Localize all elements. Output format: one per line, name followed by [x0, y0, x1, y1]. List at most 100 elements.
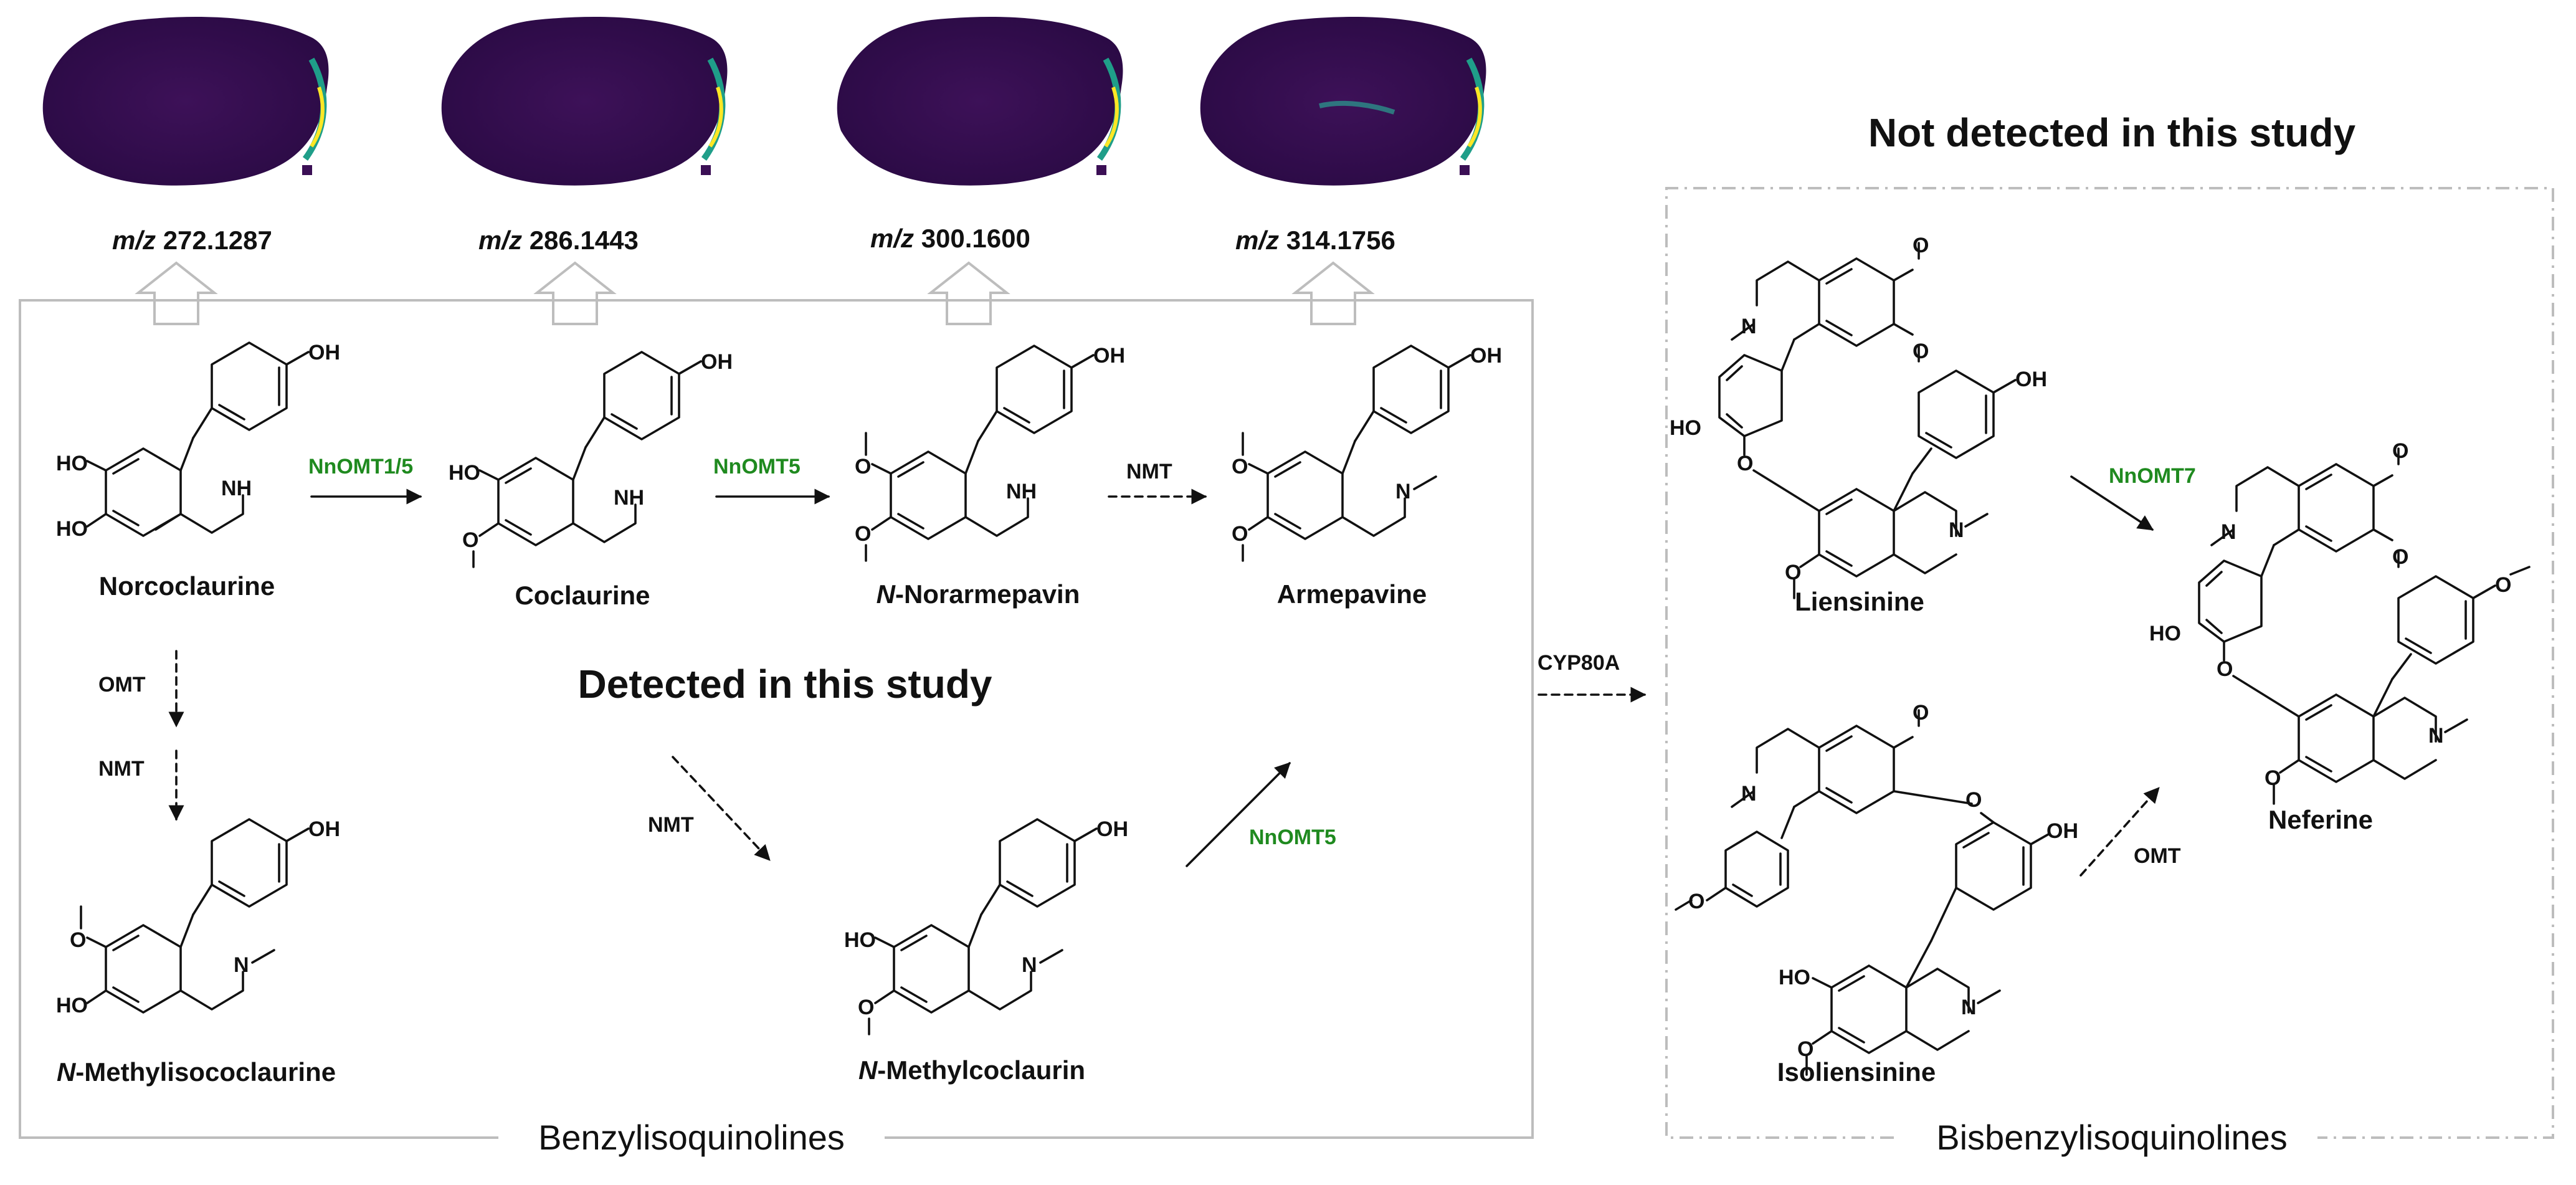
svg-text:N: N — [1022, 953, 1037, 977]
enzyme-omt-2: OMT — [2134, 844, 2181, 868]
svg-text:O: O — [1688, 890, 1704, 913]
svg-text:OH: OH — [2015, 368, 2047, 391]
structure-norcoclaurine: OH HO HO NH — [56, 341, 340, 541]
svg-text:NH: NH — [1006, 480, 1037, 503]
svg-text:OH: OH — [308, 341, 340, 364]
structure-armepavine: OH O O N — [1232, 344, 1502, 562]
mz-label-4: m/z 314.1756 — [1235, 226, 1395, 255]
compound-norarmepavin: N-Norarmepavin — [877, 579, 1080, 609]
enzyme-nnomt15: NnOMT1/5 — [308, 455, 413, 478]
ms-image-1 — [42, 17, 329, 186]
compound-coclaurine: Coclaurine — [515, 581, 650, 610]
enzyme-nnomt5-a: NnOMT5 — [713, 455, 801, 478]
svg-text:N: N — [1949, 518, 1964, 542]
svg-text:OH: OH — [1096, 817, 1128, 841]
svg-text:HO: HO — [844, 928, 876, 952]
enzyme-cyp80a: CYP80A — [1538, 651, 1620, 675]
svg-text:NH: NH — [221, 477, 252, 500]
svg-text:HO: HO — [1670, 416, 1701, 440]
svg-text:O: O — [1965, 788, 1982, 812]
svg-text:O: O — [855, 522, 871, 546]
arrow-nnomt5-b — [1186, 762, 1291, 867]
arrow-omt-2 — [2079, 787, 2160, 877]
compound-norcoclaurine: Norcoclaurine — [99, 571, 275, 601]
ms-image-2 — [441, 17, 728, 186]
svg-text:OH: OH — [701, 350, 733, 374]
enzyme-nmt-3: NMT — [648, 813, 694, 837]
ms-image-4 — [1200, 17, 1486, 186]
structure-norarmepavin: OH O O NH — [855, 344, 1125, 562]
compound-isoliensinine: Isoliensinine — [1777, 1057, 1936, 1087]
svg-text:OH: OH — [2046, 819, 2078, 843]
compound-methylisococlaurine: N-Methylisococlaurine — [57, 1057, 336, 1087]
mz-label-1: m/z 272.1287 — [112, 226, 272, 255]
svg-text:O: O — [462, 528, 478, 552]
svg-text:O: O — [1913, 234, 1929, 257]
svg-text:O: O — [2495, 573, 2511, 597]
enzyme-nnomt5-b: NnOMT5 — [1249, 826, 1336, 849]
structure-liensinine: O O N HO O OH N O — [1670, 234, 2047, 599]
ms-image-3 — [837, 17, 1123, 186]
svg-text:O: O — [855, 455, 871, 478]
right-box — [1665, 187, 2554, 1139]
svg-text:O: O — [1232, 522, 1248, 546]
mz-label-3: m/z 300.1600 — [870, 224, 1030, 253]
svg-text:N: N — [2221, 520, 2236, 544]
svg-text:O: O — [1232, 455, 1248, 478]
enzyme-nmt-2: NMT — [98, 757, 145, 781]
svg-text:HO: HO — [56, 452, 88, 475]
svg-text:N: N — [234, 953, 249, 977]
compound-neferine: Neferine — [2268, 805, 2373, 834]
arrow-nmt-3 — [672, 756, 771, 861]
detected-label: Detected in this study — [578, 662, 992, 707]
mz-label-2: m/z 286.1443 — [478, 226, 639, 255]
svg-text:O: O — [1785, 561, 1801, 584]
up-arrow-4 — [1291, 261, 1375, 325]
svg-text:N: N — [1961, 996, 1977, 1019]
svg-text:O: O — [1913, 701, 1929, 725]
svg-text:NH: NH — [614, 486, 644, 510]
svg-text:N: N — [1395, 480, 1411, 503]
svg-text:O: O — [1913, 340, 1929, 363]
structure-coclaurine: OH HO O NH — [449, 350, 733, 568]
not-detected-title: Not detected in this study — [1868, 110, 2356, 155]
svg-text:HO: HO — [56, 517, 88, 541]
compound-liensinine: Liensinine — [1795, 587, 1924, 616]
svg-text:OH: OH — [308, 817, 340, 841]
bisbenzylisoquinolines-label: Bisbenzylisoquinolines — [1936, 1118, 2287, 1157]
svg-text:OH: OH — [1093, 344, 1125, 368]
up-arrow-1 — [135, 261, 218, 325]
up-arrow-2 — [533, 261, 617, 325]
svg-text:O: O — [2217, 657, 2233, 681]
enzyme-nnomt7: NnOMT7 — [2109, 464, 2196, 488]
svg-text:O: O — [1797, 1037, 1813, 1061]
svg-text:N: N — [1741, 315, 1757, 338]
svg-text:HO: HO — [449, 461, 480, 485]
left-box — [19, 299, 1534, 1139]
svg-text:HO: HO — [1779, 966, 1810, 989]
svg-text:O: O — [70, 928, 86, 952]
enzyme-omt-1: OMT — [98, 673, 146, 697]
enzyme-nmt-1: NMT — [1126, 460, 1172, 483]
svg-text:N: N — [2428, 724, 2444, 748]
svg-text:O: O — [858, 996, 874, 1019]
structure-isoliensinine: O N O O OH HO N O — [1675, 701, 2078, 1076]
structure-methylcoclaurin: OH HO O N — [844, 817, 1128, 1035]
up-arrow-3 — [927, 261, 1010, 325]
svg-text:OH: OH — [1470, 344, 1502, 368]
compound-armepavine: Armepavine — [1277, 579, 1427, 609]
svg-text:O: O — [1737, 452, 1753, 475]
svg-text:O: O — [2392, 439, 2408, 463]
svg-text:N: N — [1741, 782, 1757, 806]
arrow-nnomt7 — [2070, 475, 2154, 531]
structure-methylisococlaurine: OH O HO N — [56, 817, 340, 1017]
svg-text:HO: HO — [56, 994, 88, 1017]
svg-text:O: O — [2392, 545, 2408, 569]
svg-text:O: O — [2265, 766, 2281, 790]
structure-neferine: O O N HO O O N O — [2149, 439, 2531, 805]
svg-text:HO: HO — [2149, 622, 2181, 645]
compound-methylcoclaurin: N-Methylcoclaurin — [858, 1055, 1085, 1085]
benzylisoquinolines-label: Benzylisoquinolines — [538, 1118, 845, 1157]
